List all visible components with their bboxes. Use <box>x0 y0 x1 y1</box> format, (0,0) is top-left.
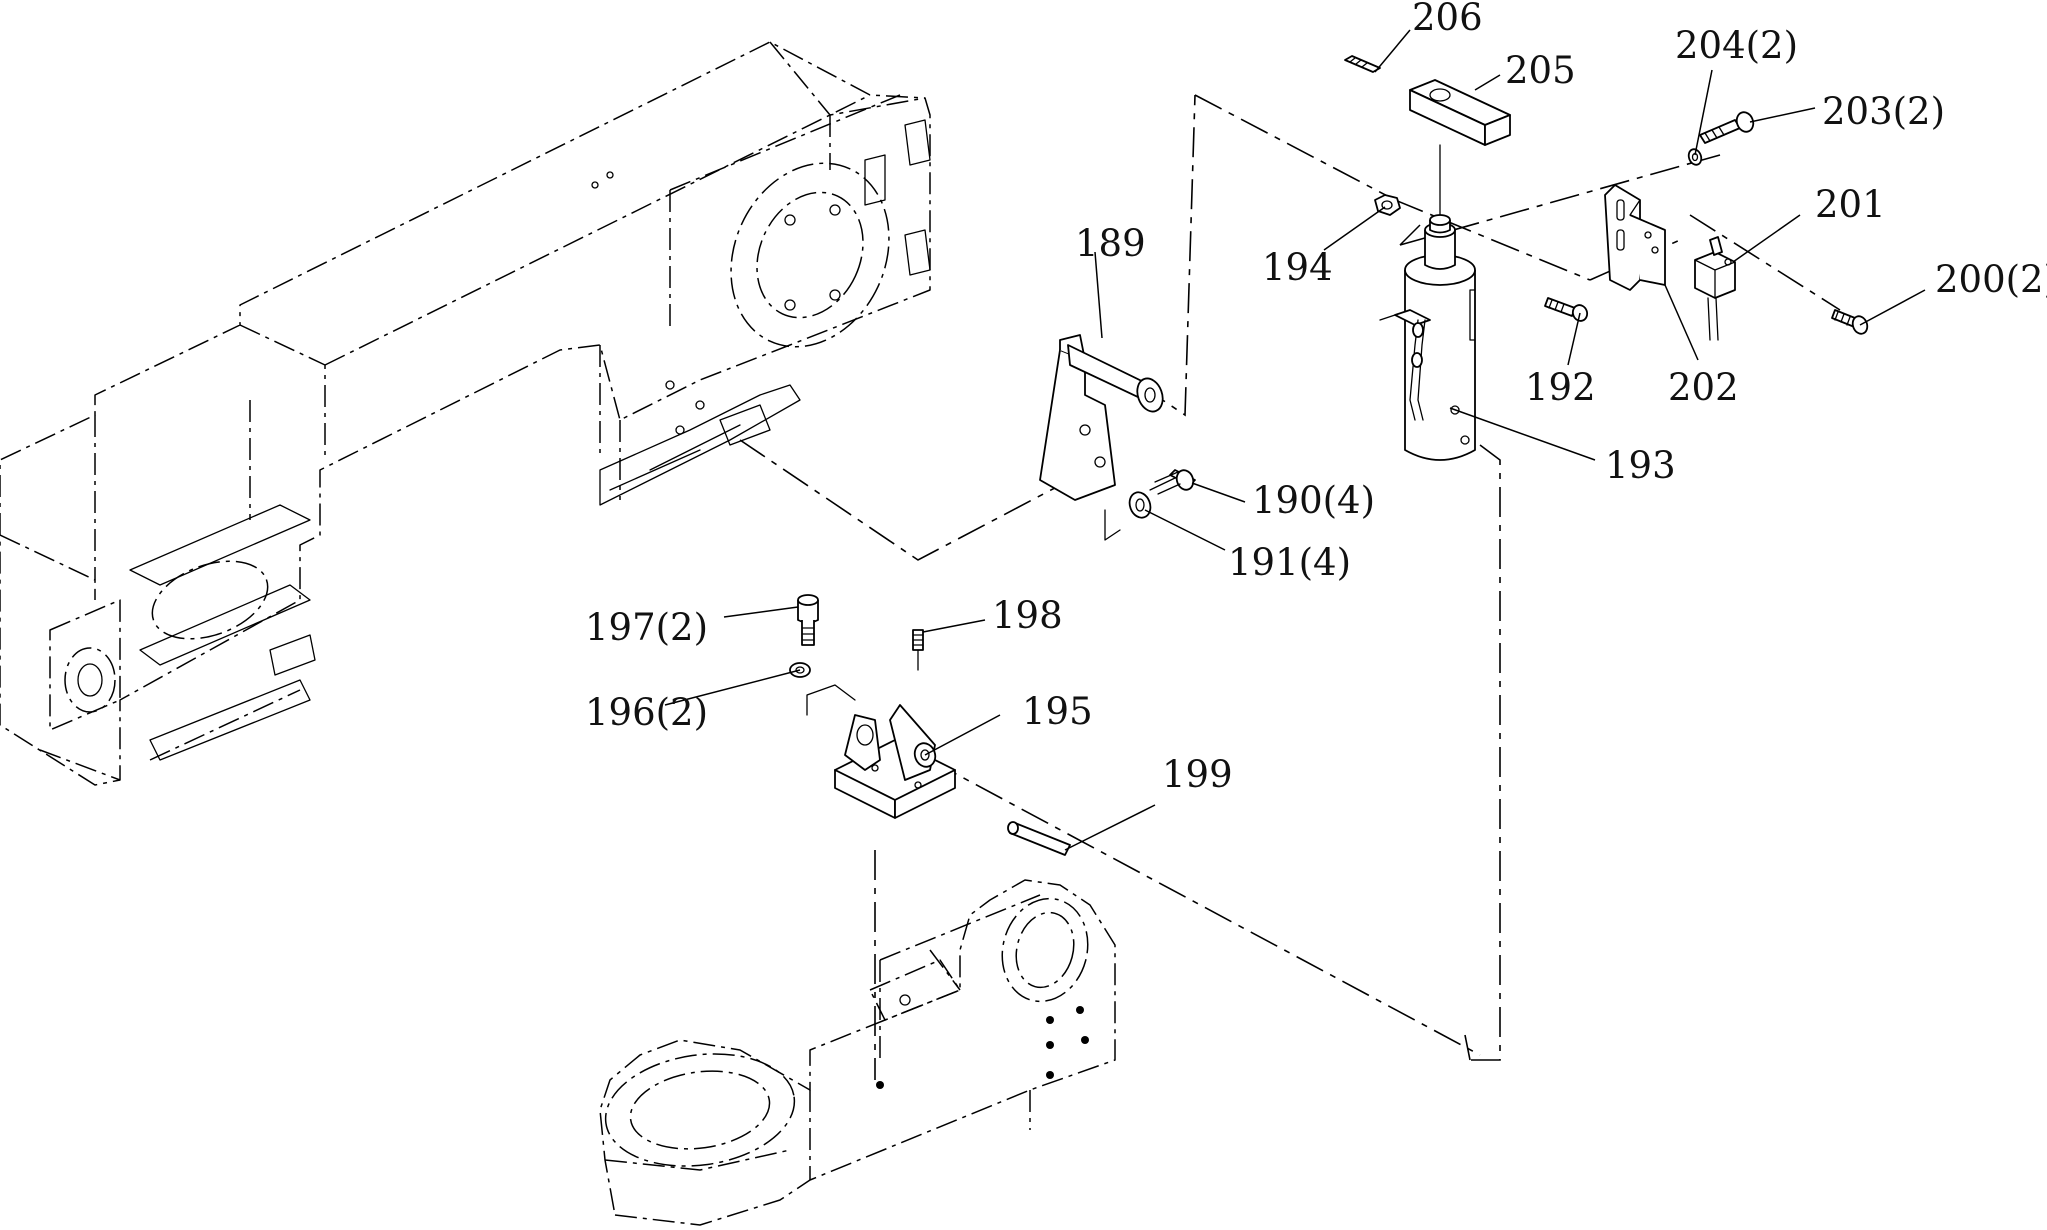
label-191: 191(4) <box>1228 541 1351 584</box>
part-206-set-screw <box>1344 55 1381 73</box>
label-200: 200(2) <box>1935 258 2047 301</box>
label-198: 198 <box>992 594 1063 637</box>
label-192: 192 <box>1525 366 1596 409</box>
phantom-arm-housing <box>0 41 931 786</box>
part-205-block <box>1409 79 1511 221</box>
label-199: 199 <box>1162 753 1233 796</box>
label-197: 197(2) <box>585 606 708 649</box>
phantom-base <box>599 879 1116 1226</box>
assembly-chain-lines <box>739 94 1841 1080</box>
part-203-screw <box>1699 111 1755 144</box>
label-205: 205 <box>1505 49 1576 92</box>
label-206: 206 <box>1412 0 1483 39</box>
part-201-sensor <box>1694 236 1736 341</box>
label-204: 204(2) <box>1675 24 1798 67</box>
leader-lines <box>664 29 1926 851</box>
part-198-set-screw <box>912 629 924 651</box>
part-199-pin <box>1007 821 1071 856</box>
label-194: 194 <box>1262 246 1333 289</box>
part-195-clevis <box>834 704 956 819</box>
part-190-screw <box>1149 469 1196 495</box>
label-189: 189 <box>1075 222 1146 265</box>
label-201: 201 <box>1815 183 1886 226</box>
label-196: 196(2) <box>585 691 708 734</box>
part-202-bracket <box>1604 184 1666 291</box>
part-191-washer <box>1128 491 1152 519</box>
label-193: 193 <box>1605 444 1676 487</box>
part-193-cylinder <box>1379 214 1476 461</box>
part-labels: 189 190(4) 191(4) 192 193 194 195 196(2)… <box>585 0 2047 796</box>
label-202: 202 <box>1668 366 1739 409</box>
part-192-screw <box>1544 297 1589 322</box>
label-190: 190(4) <box>1252 479 1375 522</box>
label-203: 203(2) <box>1822 90 1945 133</box>
part-197-cap-screw <box>797 594 819 646</box>
label-195: 195 <box>1022 690 1093 733</box>
part-189-handle <box>1039 334 1164 501</box>
